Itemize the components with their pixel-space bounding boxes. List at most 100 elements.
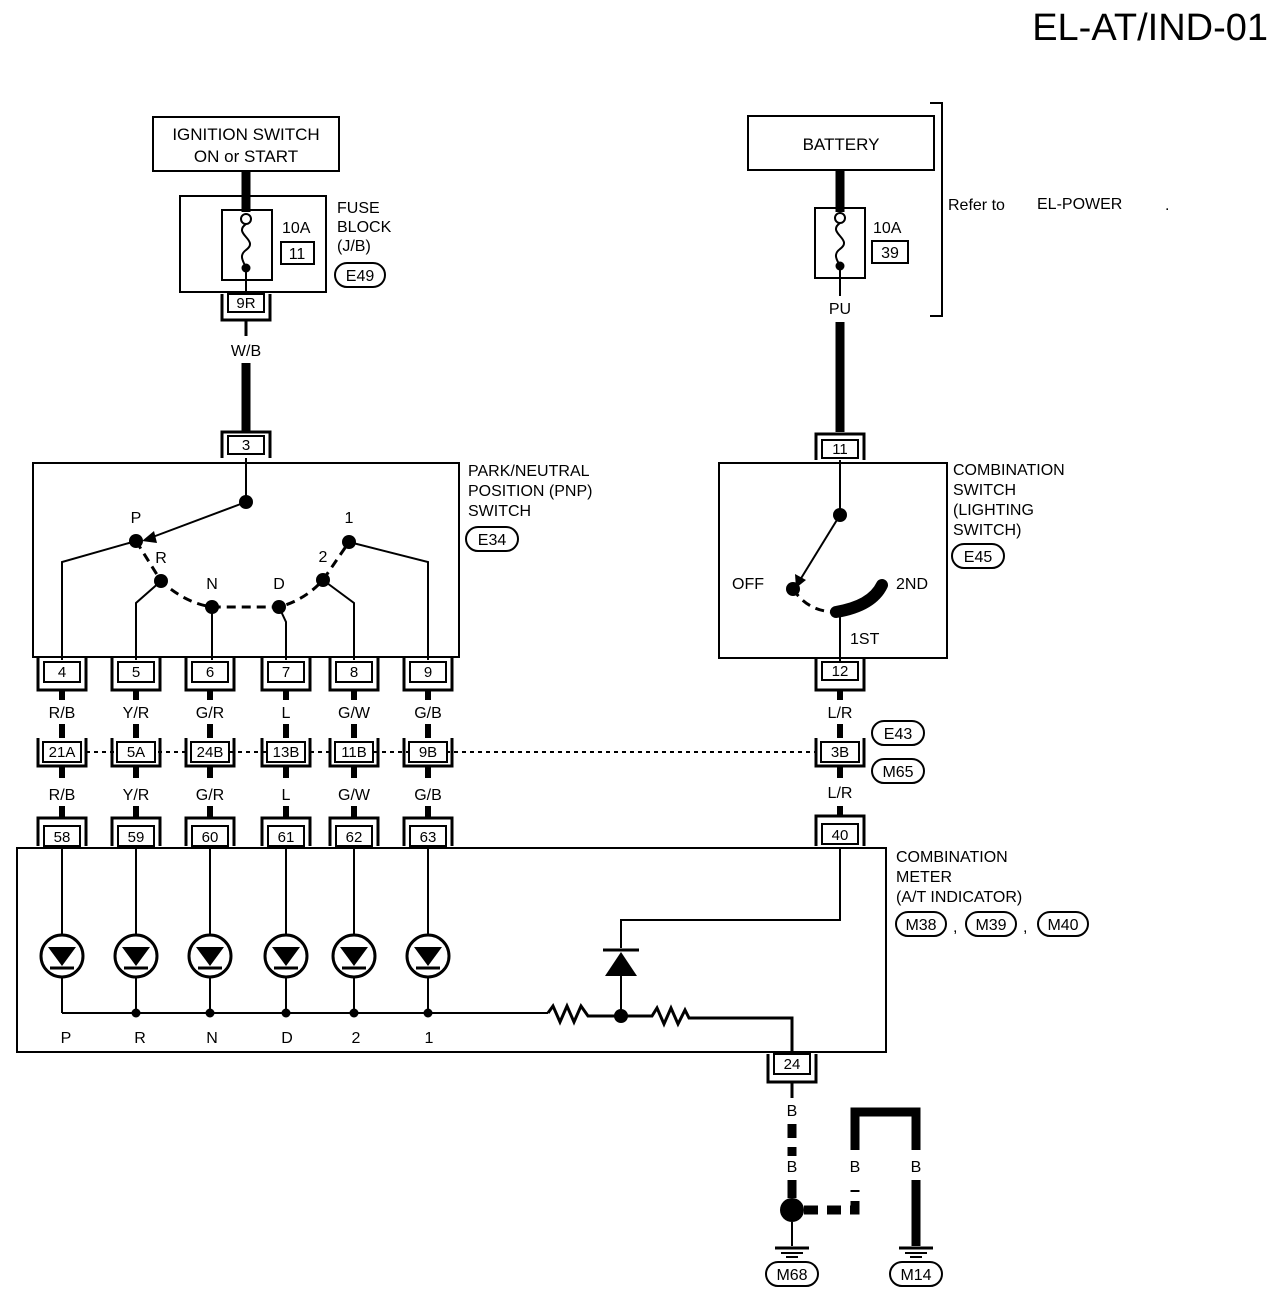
resistor-left bbox=[546, 1002, 621, 1026]
wire-upper-6: G/R bbox=[196, 705, 224, 722]
joint-9B: 9B bbox=[402, 738, 454, 768]
fuse-rating: 10A bbox=[282, 220, 311, 237]
terminal-3: 3 bbox=[220, 430, 272, 458]
fuse-block-label-2: BLOCK bbox=[337, 219, 392, 236]
battery-fuse: 10A 39 bbox=[814, 207, 909, 296]
ground-wire-1: B bbox=[787, 1103, 798, 1120]
joint-21A: 21A bbox=[36, 738, 88, 768]
ground-wire-3: B bbox=[850, 1159, 861, 1176]
indicator-led-D bbox=[263, 933, 309, 979]
pnp-terminal-8: 8 bbox=[328, 658, 380, 692]
meter-terminal-40: 40 bbox=[814, 814, 866, 846]
indicator-led-N bbox=[187, 933, 233, 979]
pnp-connector: E34 bbox=[478, 532, 507, 549]
terminal-12: 12 bbox=[814, 658, 866, 692]
pnp-label-1: PARK/NEUTRAL bbox=[468, 463, 590, 480]
wire-upper-5: Y/R bbox=[123, 705, 150, 722]
joint-3B: 3B bbox=[814, 738, 866, 768]
wire-upper-8: G/W bbox=[338, 705, 371, 722]
meter-label-2: METER bbox=[896, 869, 952, 886]
wire-upper-7: L bbox=[282, 705, 291, 722]
indicator-led-P bbox=[39, 933, 85, 979]
wire-lower-58: R/B bbox=[49, 787, 76, 804]
meter-terminal-58: 58 bbox=[36, 816, 88, 847]
harness-connector-lower: M65 bbox=[882, 764, 913, 781]
meter-connector-M38: M38 bbox=[905, 917, 936, 934]
svg-text:59: 59 bbox=[128, 829, 145, 846]
svg-text:9R: 9R bbox=[236, 295, 255, 312]
pnp-label-3: SWITCH bbox=[468, 503, 531, 520]
pnp-pos-1: 1 bbox=[345, 510, 354, 527]
page-code: EL-AT/IND-01 bbox=[1032, 7, 1268, 49]
lighting-pos-2nd: 2ND bbox=[896, 576, 928, 593]
indicator-label-D: D bbox=[281, 1030, 293, 1047]
svg-text:11: 11 bbox=[832, 441, 848, 458]
svg-text:5A: 5A bbox=[127, 744, 145, 761]
refer-bracket bbox=[930, 102, 943, 317]
comb-switch-connector: E45 bbox=[964, 549, 993, 566]
wire-PU: PU bbox=[829, 301, 851, 318]
ignition-switch-label-1: IGNITION SWITCH bbox=[172, 125, 319, 144]
terminal-11: 11 bbox=[814, 432, 866, 460]
meter-terminal-59: 59 bbox=[110, 816, 162, 847]
terminal-9R: 9R bbox=[220, 293, 272, 322]
fuse-number: 11 bbox=[289, 246, 306, 263]
svg-text:10A: 10A bbox=[873, 220, 902, 237]
svg-text:24B: 24B bbox=[197, 744, 224, 761]
svg-text:3: 3 bbox=[242, 437, 250, 454]
wire-lower-63: G/B bbox=[414, 787, 442, 804]
combination-switch: OFF 1ST 2ND COMBINATION SWITCH (LIGHTING… bbox=[718, 460, 1065, 662]
meter-connector-M39: M39 bbox=[975, 917, 1006, 934]
lighting-pos-1st: 1ST bbox=[850, 631, 880, 648]
meter-terminal-61: 61 bbox=[260, 816, 312, 847]
meter-connector-M40: M40 bbox=[1047, 917, 1078, 934]
svg-text:3B: 3B bbox=[831, 744, 849, 761]
svg-text:4: 4 bbox=[58, 664, 66, 681]
svg-text:7: 7 bbox=[282, 664, 290, 681]
wire-upper-9: G/B bbox=[414, 705, 442, 722]
ground-wire-2: B bbox=[787, 1159, 798, 1176]
svg-text:63: 63 bbox=[420, 829, 437, 846]
refer-target: EL-POWER bbox=[1037, 196, 1122, 213]
pnp-terminal-7: 7 bbox=[260, 658, 312, 692]
battery: BATTERY bbox=[747, 115, 935, 171]
indicator-label-R: R bbox=[134, 1030, 146, 1047]
fuse-block-connector: E49 bbox=[346, 268, 375, 285]
wire-lower-61: L bbox=[282, 787, 291, 804]
harness-connector-upper: E43 bbox=[884, 726, 913, 743]
svg-text:6: 6 bbox=[206, 664, 214, 681]
meter-label-1: COMBINATION bbox=[896, 849, 1008, 866]
ground-symbol-M14: M14 bbox=[889, 1246, 943, 1287]
wire-W/B: W/B bbox=[231, 343, 261, 360]
indicator-label-P: P bbox=[61, 1030, 72, 1047]
ground-splice bbox=[780, 1198, 804, 1222]
svg-text:13B: 13B bbox=[273, 744, 300, 761]
svg-text:39: 39 bbox=[881, 245, 899, 262]
joint-5A: 5A bbox=[110, 738, 162, 768]
indicator-label-2: 2 bbox=[352, 1030, 361, 1047]
fuse-block: 10A 11 FUSE BLOCK (J/B) E49 bbox=[179, 195, 392, 304]
ground-symbol-M68: M68 bbox=[765, 1222, 819, 1287]
svg-text:60: 60 bbox=[202, 829, 219, 846]
pnp-terminal-9: 9 bbox=[402, 658, 454, 692]
meter-terminal-63: 63 bbox=[402, 816, 454, 847]
svg-text:40: 40 bbox=[832, 827, 849, 844]
pnp-terminal-6: 6 bbox=[184, 658, 236, 692]
svg-text:BATTERY: BATTERY bbox=[803, 135, 880, 154]
pnp-label-2: POSITION (PNP) bbox=[468, 483, 592, 500]
svg-text:9B: 9B bbox=[419, 744, 437, 761]
fuse-block-label-1: FUSE bbox=[337, 200, 380, 217]
wire-upper-4: R/B bbox=[49, 705, 76, 722]
joint-24B: 24B bbox=[184, 738, 236, 768]
svg-text:24: 24 bbox=[784, 1056, 801, 1073]
resistor-right bbox=[621, 1004, 794, 1052]
indicator-label-1: 1 bbox=[425, 1030, 434, 1047]
meter-terminal-24: 24 bbox=[766, 1053, 818, 1084]
wire-lower-40: L/R bbox=[828, 785, 853, 802]
wire-lower-59: Y/R bbox=[123, 787, 150, 804]
indicator-led-2 bbox=[331, 933, 377, 979]
refer-prefix: Refer to bbox=[948, 197, 1005, 214]
svg-text:8: 8 bbox=[350, 664, 358, 681]
svg-text:62: 62 bbox=[346, 829, 363, 846]
lighting-pos-off: OFF bbox=[732, 576, 764, 593]
